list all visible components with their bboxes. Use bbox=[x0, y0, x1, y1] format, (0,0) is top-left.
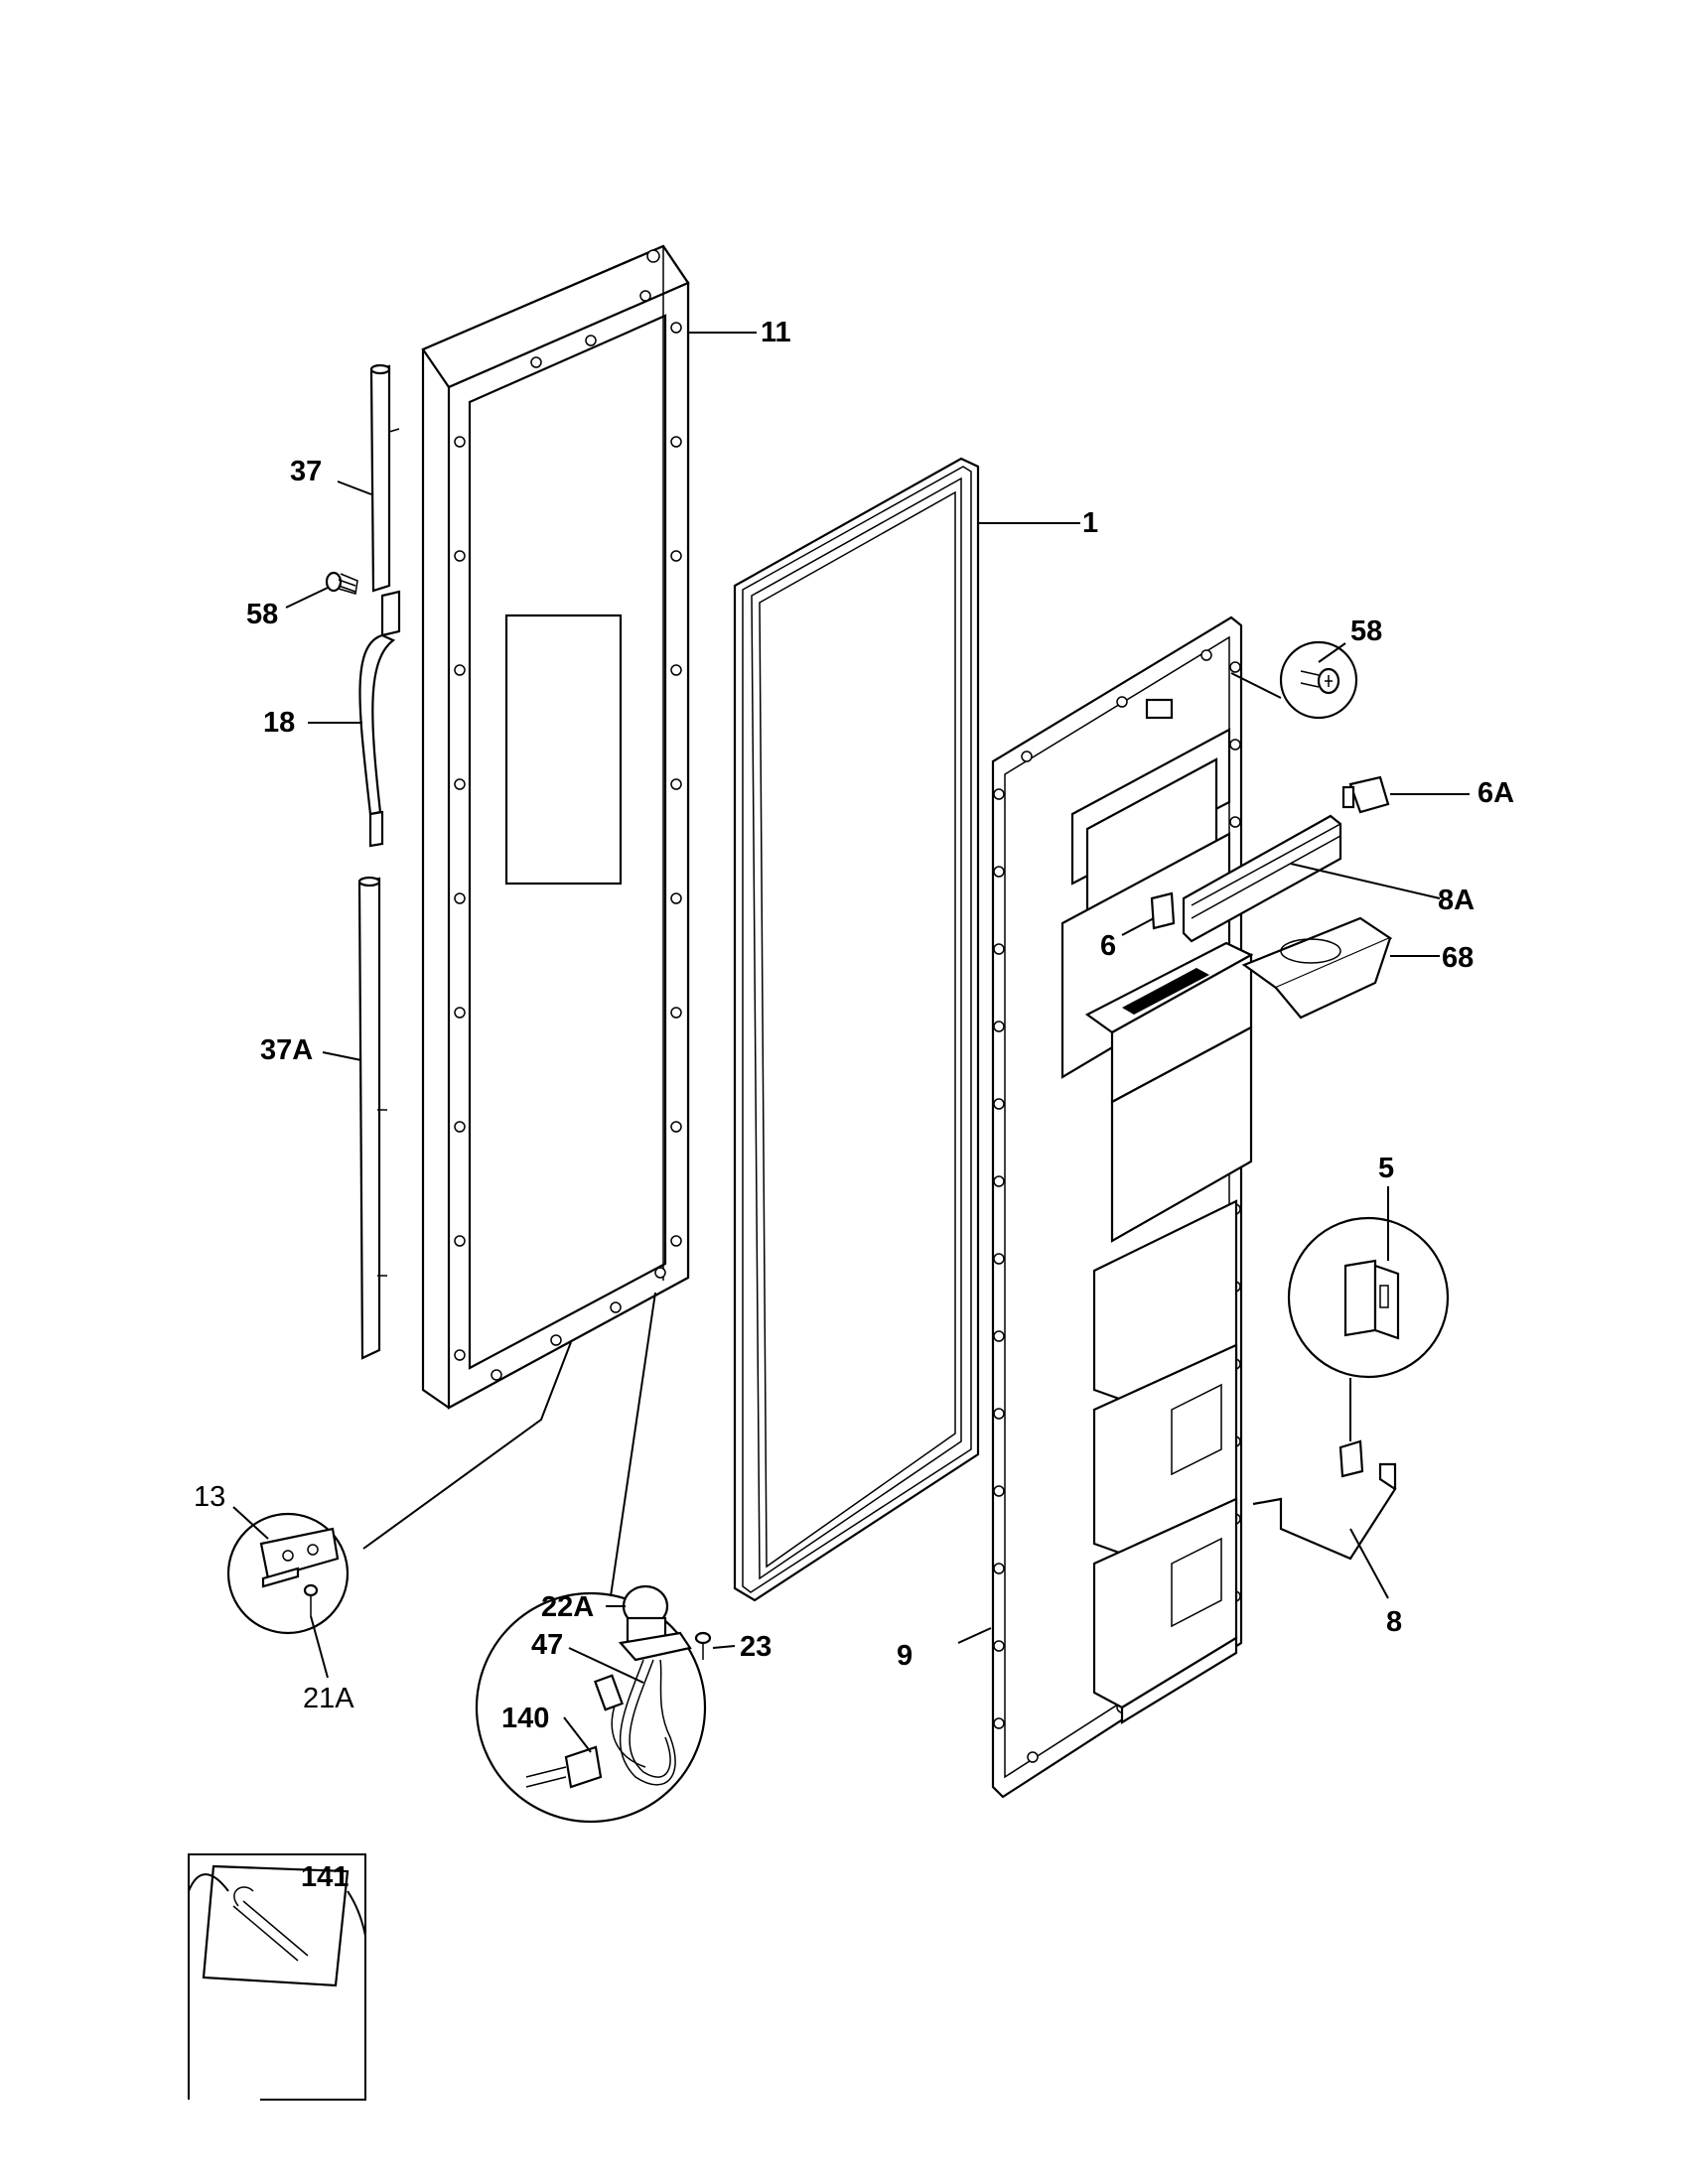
label-47: 47 bbox=[531, 1629, 563, 1661]
screw-hole bbox=[1229, 661, 1241, 673]
label-1: 1 bbox=[1082, 507, 1098, 539]
screw-hole bbox=[454, 664, 466, 676]
label-37: 37 bbox=[290, 456, 322, 487]
screw-hole bbox=[993, 1563, 1005, 1574]
light-shield-68 bbox=[1241, 916, 1393, 1020]
screw-hole bbox=[670, 664, 682, 676]
screw-hole bbox=[993, 788, 1005, 800]
detail-circle-hinge bbox=[226, 1512, 350, 1635]
screw-hole bbox=[670, 892, 682, 904]
screw-hole bbox=[454, 436, 466, 448]
label-6a: 6A bbox=[1477, 777, 1514, 809]
screw-hole bbox=[670, 322, 682, 334]
screw-hole bbox=[670, 1121, 682, 1133]
screw-hole bbox=[585, 335, 597, 346]
screw-detail-right bbox=[1279, 640, 1358, 720]
screw-hole bbox=[1021, 751, 1033, 762]
screw-hole bbox=[454, 1235, 466, 1247]
bracket-part-8 bbox=[1252, 1439, 1397, 1561]
handle-trim-lower bbox=[357, 876, 387, 1360]
screw-hole bbox=[654, 1267, 666, 1279]
screw-hole bbox=[670, 1007, 682, 1019]
label-37a: 37A bbox=[260, 1034, 313, 1066]
screw-hole bbox=[491, 1369, 502, 1381]
screw-hole bbox=[1229, 739, 1241, 751]
label-8a: 8A bbox=[1438, 885, 1475, 916]
screw-hole bbox=[670, 550, 682, 562]
screw-hole bbox=[1229, 816, 1241, 828]
screw-hole bbox=[454, 1007, 466, 1019]
screw-hole bbox=[993, 866, 1005, 878]
cap-part-6a bbox=[1341, 775, 1390, 814]
label-6: 6 bbox=[1100, 930, 1116, 962]
screw-hole bbox=[1027, 1751, 1039, 1763]
screw-hole bbox=[993, 1640, 1005, 1652]
door-outer-panel bbox=[421, 244, 690, 1410]
label-13: 13 bbox=[194, 1481, 225, 1513]
label-21a: 21A bbox=[303, 1683, 354, 1714]
screw-hole bbox=[993, 1021, 1005, 1032]
screw-hole bbox=[993, 1098, 1005, 1110]
label-22a: 22A bbox=[541, 1591, 594, 1623]
door-inner-liner bbox=[991, 615, 1254, 1799]
callout-labels: 11 1 37 58 18 37A 58 6A 8A 6 68 5 13 21A… bbox=[194, 317, 1514, 1893]
label-9: 9 bbox=[897, 1640, 913, 1672]
door-gasket bbox=[733, 457, 980, 1602]
rail-part-8a bbox=[1182, 814, 1342, 943]
screw-hole bbox=[670, 1235, 682, 1247]
label-58-left: 58 bbox=[246, 599, 278, 630]
detail-circle-switch bbox=[475, 1584, 712, 1824]
screw-hole bbox=[1116, 696, 1128, 708]
screw-hole bbox=[639, 290, 651, 302]
detail-circle-part-5 bbox=[1287, 1216, 1450, 1379]
screw-hole bbox=[610, 1301, 622, 1313]
cap-part-6 bbox=[1150, 891, 1176, 930]
screw-hole bbox=[993, 1485, 1005, 1497]
screw-hole bbox=[670, 778, 682, 790]
handle-trim-upper bbox=[369, 363, 400, 593]
label-58-right: 58 bbox=[1350, 615, 1382, 647]
screw-hole bbox=[993, 1408, 1005, 1420]
screw-hole bbox=[1200, 649, 1212, 661]
part-141-box bbox=[188, 1853, 366, 2101]
screw-hole bbox=[993, 1175, 1005, 1187]
screw-hole bbox=[670, 436, 682, 448]
screw-hole bbox=[454, 892, 466, 904]
screw-hole bbox=[530, 356, 542, 368]
screw-left bbox=[325, 571, 358, 595]
screw-hole bbox=[993, 1717, 1005, 1729]
label-11: 11 bbox=[761, 317, 791, 348]
label-18: 18 bbox=[263, 707, 295, 739]
label-8: 8 bbox=[1386, 1606, 1402, 1638]
label-23: 23 bbox=[740, 1631, 772, 1663]
screw-hole bbox=[454, 1349, 466, 1361]
label-140: 140 bbox=[501, 1703, 549, 1734]
door-handle bbox=[358, 590, 401, 848]
label-5: 5 bbox=[1378, 1153, 1394, 1184]
screw-hole bbox=[454, 1121, 466, 1133]
screw-hole bbox=[993, 943, 1005, 955]
screw-hole bbox=[993, 1253, 1005, 1265]
label-68: 68 bbox=[1442, 942, 1474, 974]
leader-lines bbox=[232, 332, 1470, 1753]
screw-hole bbox=[550, 1334, 562, 1346]
screw-hole bbox=[454, 778, 466, 790]
screw-hole bbox=[454, 550, 466, 562]
screw-hole bbox=[993, 1330, 1005, 1342]
label-141: 141 bbox=[301, 1861, 349, 1893]
